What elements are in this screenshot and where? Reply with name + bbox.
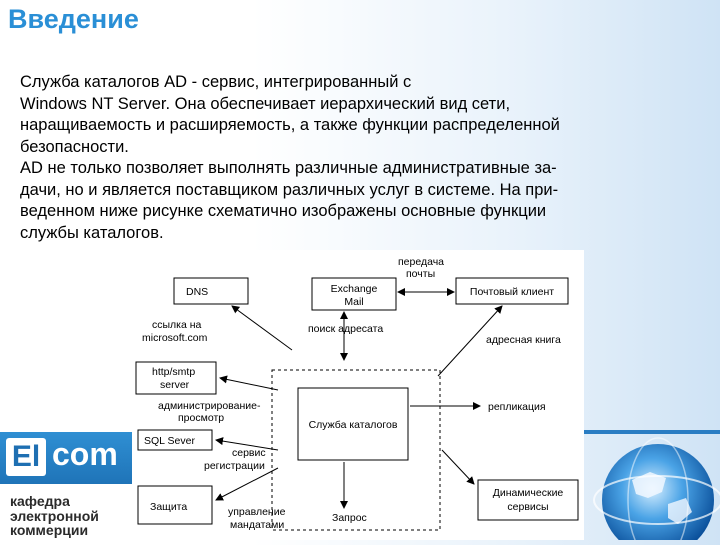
paragraph-line: Служба каталогов AD - сервис, интегриров… xyxy=(20,73,412,91)
box-dynamic-label-2: сервисы xyxy=(507,501,548,513)
label-registration-2: регистрации xyxy=(204,460,265,472)
paragraph-line: AD не только позволяет выполнять различн… xyxy=(20,159,557,177)
box-mail-client xyxy=(455,277,569,305)
box-http-label-2: server xyxy=(160,379,190,391)
arrow-http xyxy=(219,375,279,391)
dashed-boundary xyxy=(271,369,441,531)
label-admin-1: администрирование- xyxy=(158,400,261,412)
label-link-1: ссылка на xyxy=(152,319,202,331)
paragraph-line: безопасности. xyxy=(20,137,129,156)
arrow-dynamic xyxy=(441,449,475,485)
label-replication: репликация xyxy=(488,401,546,413)
box-dynamic-services xyxy=(477,479,579,521)
center-box-directory-service xyxy=(297,387,409,461)
label-request: Запрос xyxy=(332,512,367,524)
label-mandate-2: мандатами xyxy=(230,519,284,531)
label-address-search: поиск адресата xyxy=(308,323,383,335)
diagram-svg: Служба каталогов DNS Exchange Mail Почто… xyxy=(135,256,579,531)
box-exchange xyxy=(311,277,397,311)
box-http-smtp xyxy=(135,361,217,395)
label-registration-1: сервис xyxy=(232,447,266,459)
paragraph-line: веденном ниже рисунке схематично изображ… xyxy=(20,202,547,220)
box-sql-server xyxy=(137,429,213,451)
center-box-label: Служба каталогов xyxy=(309,419,398,431)
arrow-protection xyxy=(215,467,279,501)
dept-line: кафедра xyxy=(10,493,70,509)
slide-title: Введение xyxy=(8,4,139,34)
paragraph-line: Windows NT Server. Она обеспечивает иера… xyxy=(20,94,511,113)
paragraph-line: дачи, но и является поставщиком различны… xyxy=(20,180,559,199)
label-mandate-1: управление xyxy=(228,506,286,518)
box-dns xyxy=(173,277,249,305)
box-protection xyxy=(137,485,213,525)
intro-paragraph: Служба каталогов AD - сервис, интегриров… xyxy=(20,72,620,244)
label-link-2: microsoft.com xyxy=(142,332,208,344)
decorative-strip xyxy=(584,430,720,434)
box-exchange-label-2: Mail xyxy=(344,296,363,308)
arrow-mail-client xyxy=(437,305,503,377)
label-address-book: адресная книга xyxy=(486,334,561,346)
label-mail-transfer-1: передача xyxy=(398,256,444,268)
directory-service-diagram: Служба каталогов DNS Exchange Mail Почто… xyxy=(132,250,584,540)
logo-text: com xyxy=(52,436,118,472)
box-dns-label: DNS xyxy=(186,286,208,298)
box-sql-label: SQL Sever xyxy=(144,435,195,447)
box-dynamic-label-1: Динамические xyxy=(493,487,564,499)
dept-line: электронной xyxy=(10,507,99,524)
department-caption: кафедра электронной коммерции xyxy=(10,494,99,538)
label-admin-2: просмотр xyxy=(178,412,224,424)
label-mail-transfer-2: почты xyxy=(406,268,435,280)
dept-line: коммерции xyxy=(10,522,89,538)
logo-mark: El xyxy=(6,438,46,476)
arrow-dns xyxy=(231,305,293,351)
box-mail-client-label: Почтовый клиент xyxy=(470,286,554,298)
box-http-label-1: http/smtp xyxy=(152,366,195,378)
paragraph-line: службы каталогов. xyxy=(20,223,164,242)
box-exchange-label-1: Exchange xyxy=(331,283,378,295)
globe-icon xyxy=(588,420,720,545)
paragraph-line: наращиваемость и расширяемость, а также … xyxy=(20,116,560,134)
box-protection-label: Защита xyxy=(150,501,187,513)
arrow-sql xyxy=(215,437,279,451)
